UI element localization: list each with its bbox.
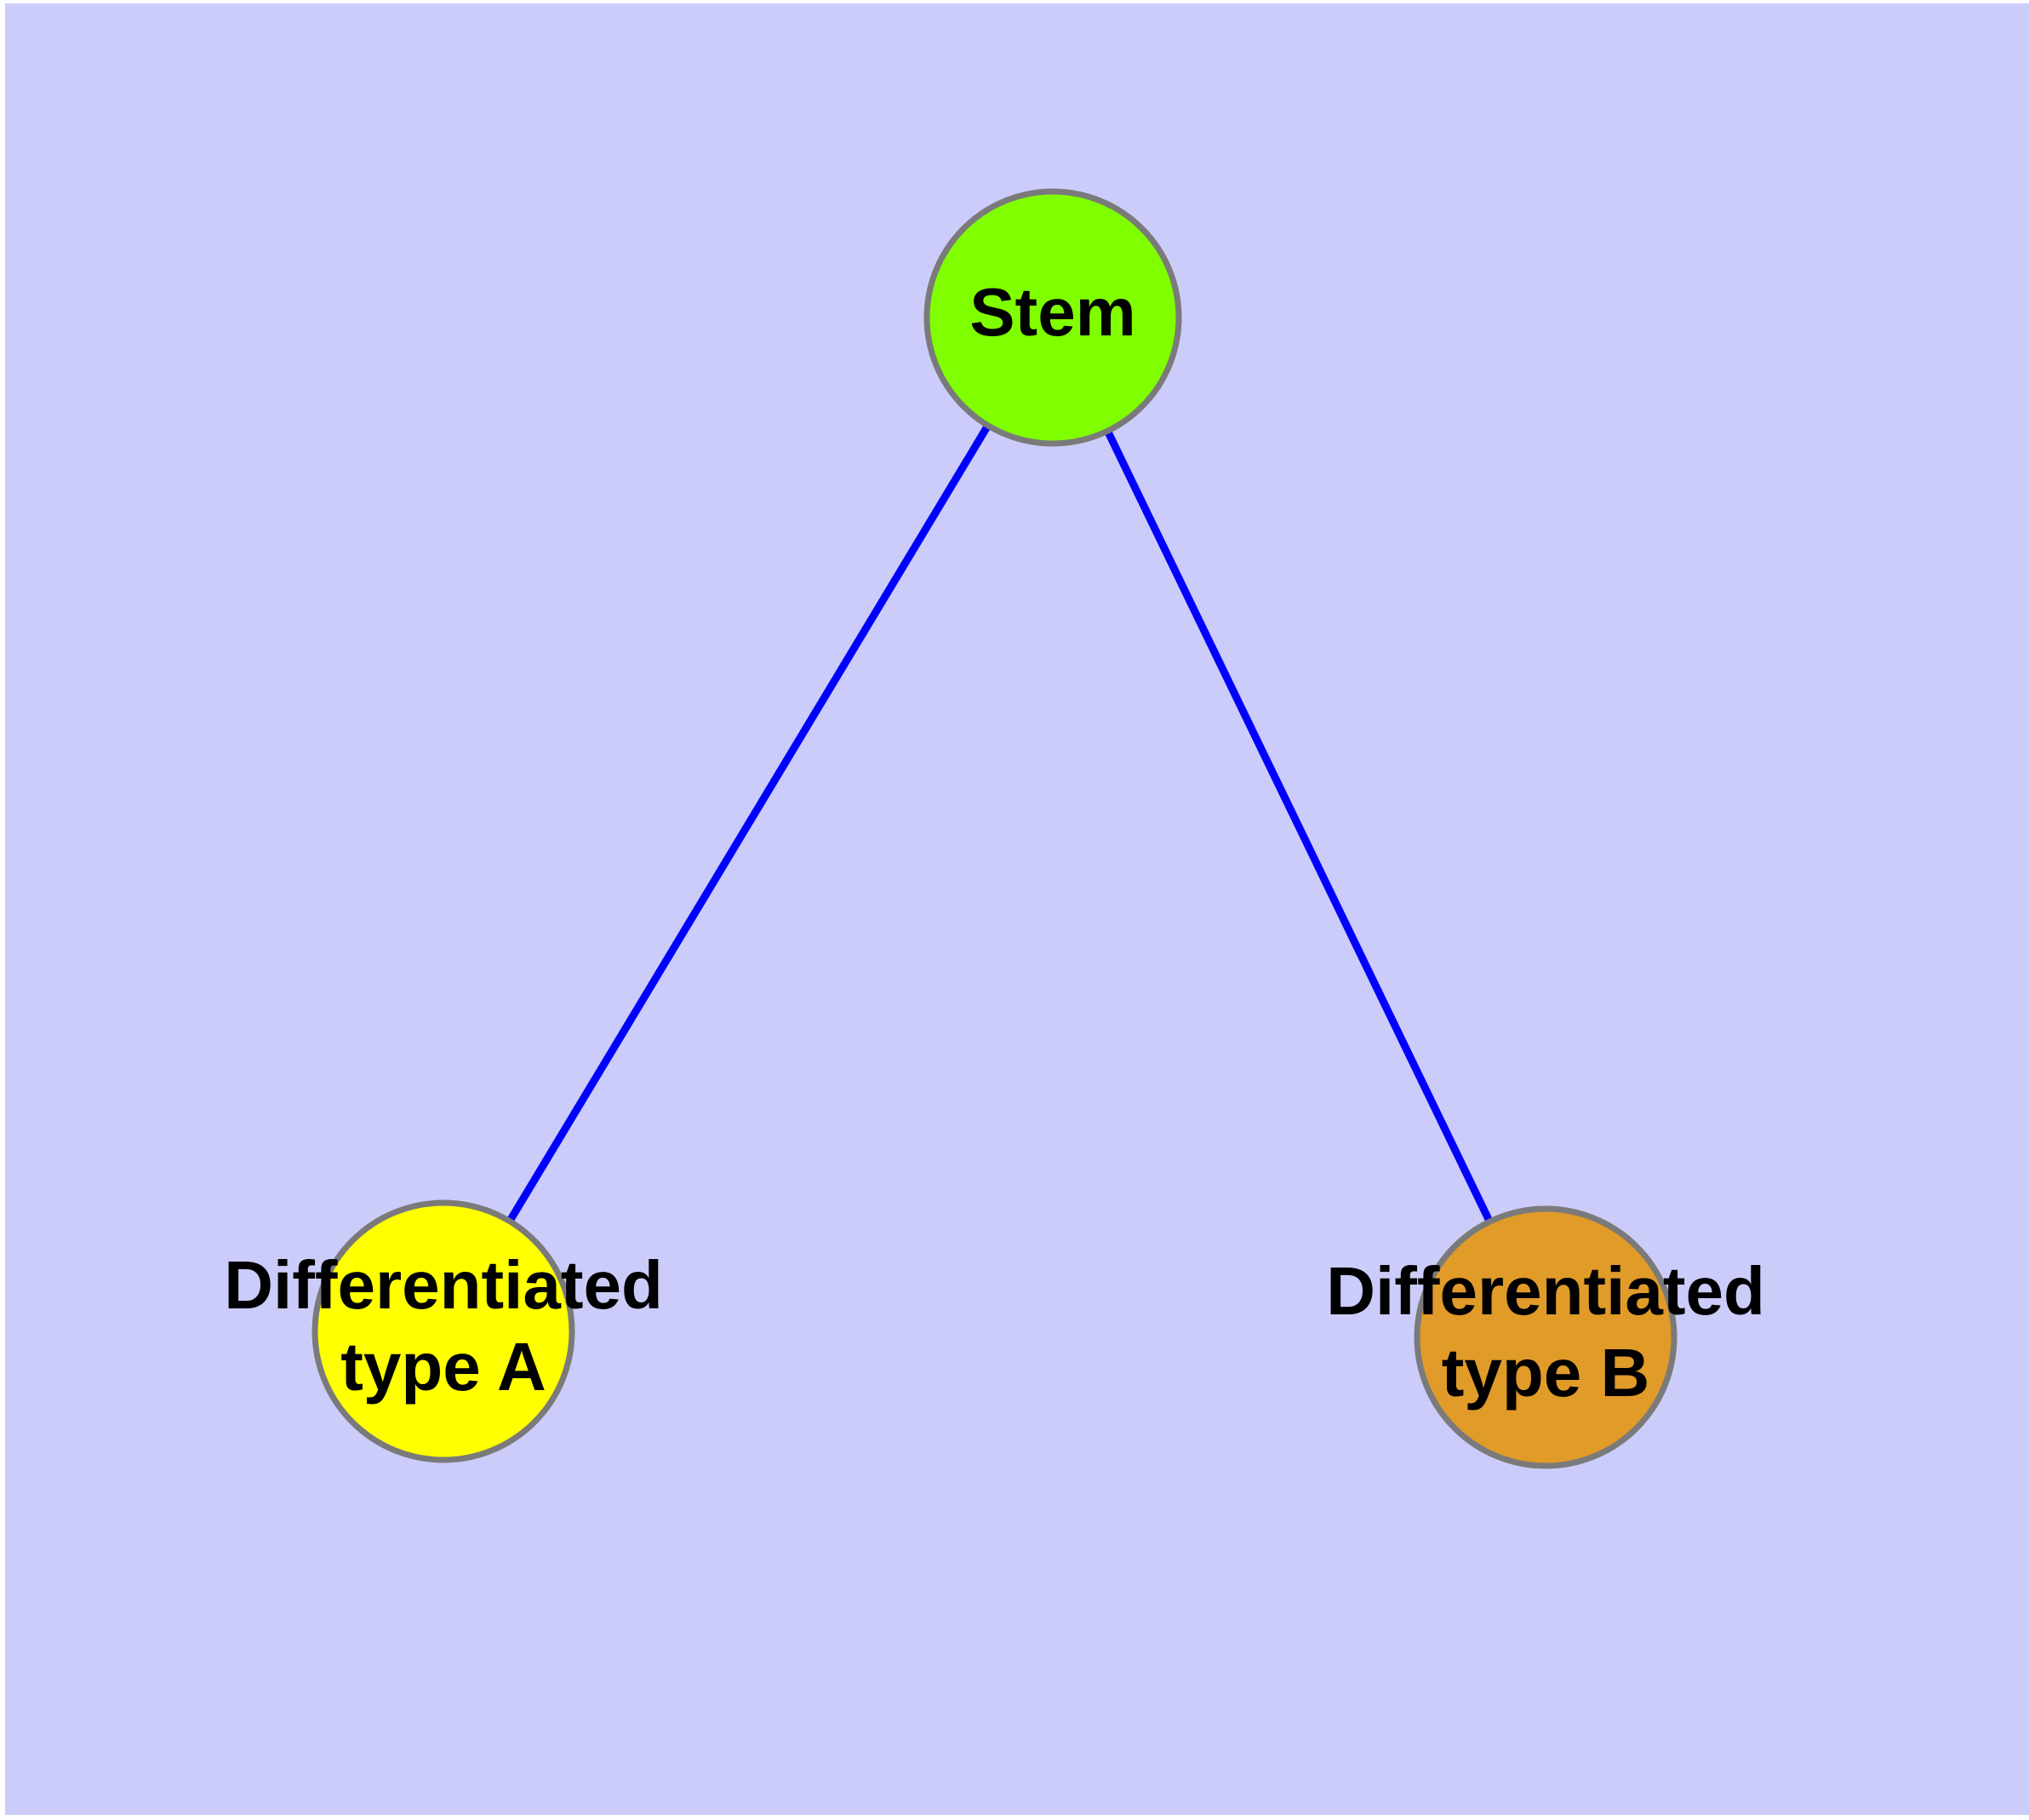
graph-node-stem[interactable] <box>923 188 1182 447</box>
edge-stem-diff-a[interactable] <box>440 315 1056 1334</box>
graph-node-diff_a[interactable] <box>311 1199 575 1463</box>
label-line: Differentiated <box>1326 1253 1765 1329</box>
edge-stem-diff-b[interactable] <box>1049 316 1550 1339</box>
nodes-layer <box>311 188 1677 1469</box>
label-line: type A <box>340 1329 546 1405</box>
label-line: Stem <box>969 274 1136 350</box>
graph-node-label-stem: Stem <box>969 274 1136 350</box>
label-line: type B <box>1442 1335 1650 1411</box>
label-line: Differentiated <box>224 1247 663 1323</box>
edges-layer <box>440 315 1550 1339</box>
graph-node-diff_b[interactable] <box>1414 1205 1677 1469</box>
